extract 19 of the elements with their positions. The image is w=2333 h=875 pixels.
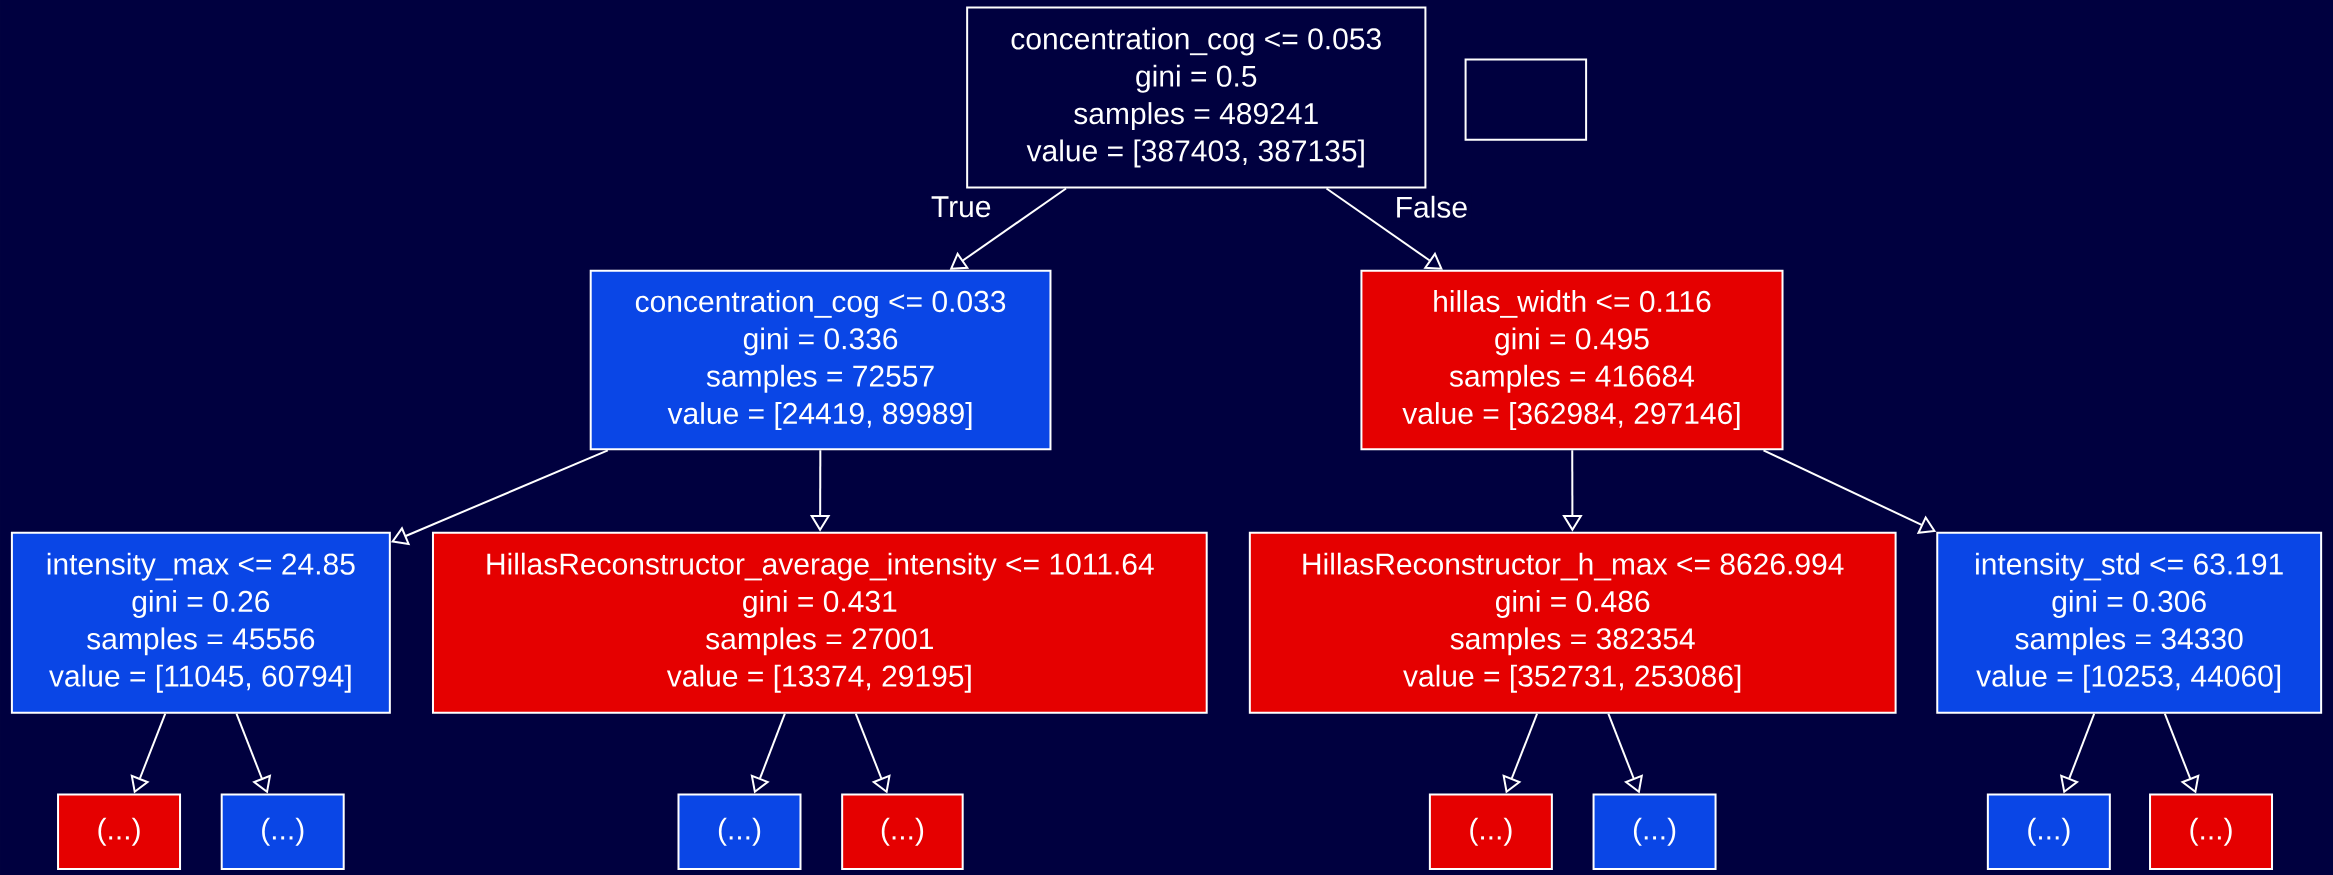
decision-node-box: concentration_cog <= 0.033 gini = 0.336 samples = 72557 value = [24419, 89989] [589, 269, 1052, 451]
edge-label: False [1391, 192, 1472, 222]
leaf-box: (...) [1428, 793, 1553, 870]
decision-node-box: intensity_max <= 24.85 gini = 0.26 samples = 45556 value = [11045, 60794] [10, 531, 391, 714]
arrow [1325, 187, 1443, 270]
decision-node-box: HillasReconstructor_average_intensity <= 1011.64 gini = 0.431 samples = 27001 value = [13374, 29195] [431, 531, 1208, 714]
decision-node-box: hillas_width <= 0.116 gini = 0.495 samples = 416684 value = [362984, 297146] [1360, 269, 1784, 451]
edge-label: True [927, 193, 995, 221]
leaf-box: (...) [1986, 793, 2111, 870]
decision-node-box: HillasReconstructor_h_max <= 8626.994 gini = 0.486 samples = 382354 value = [352731, 253086] [1248, 531, 1897, 714]
empty-box [1464, 58, 1588, 141]
leaf-box: (...) [220, 793, 345, 870]
leaf-box: (...) [677, 793, 802, 870]
decision-node-box: intensity_std <= 63.191 gini = 0.306 samples = 34330 value = [10253, 44060] [1936, 531, 2323, 714]
leaf-box: (...) [1592, 793, 1717, 870]
leaf-box: (...) [57, 793, 182, 870]
decision-node-box: concentration_cog <= 0.053 gini = 0.5 samples = 489241 value = [387403, 387135] [966, 6, 1427, 189]
leaf-box: (...) [841, 793, 964, 870]
leaf-box: (...) [2149, 793, 2273, 870]
